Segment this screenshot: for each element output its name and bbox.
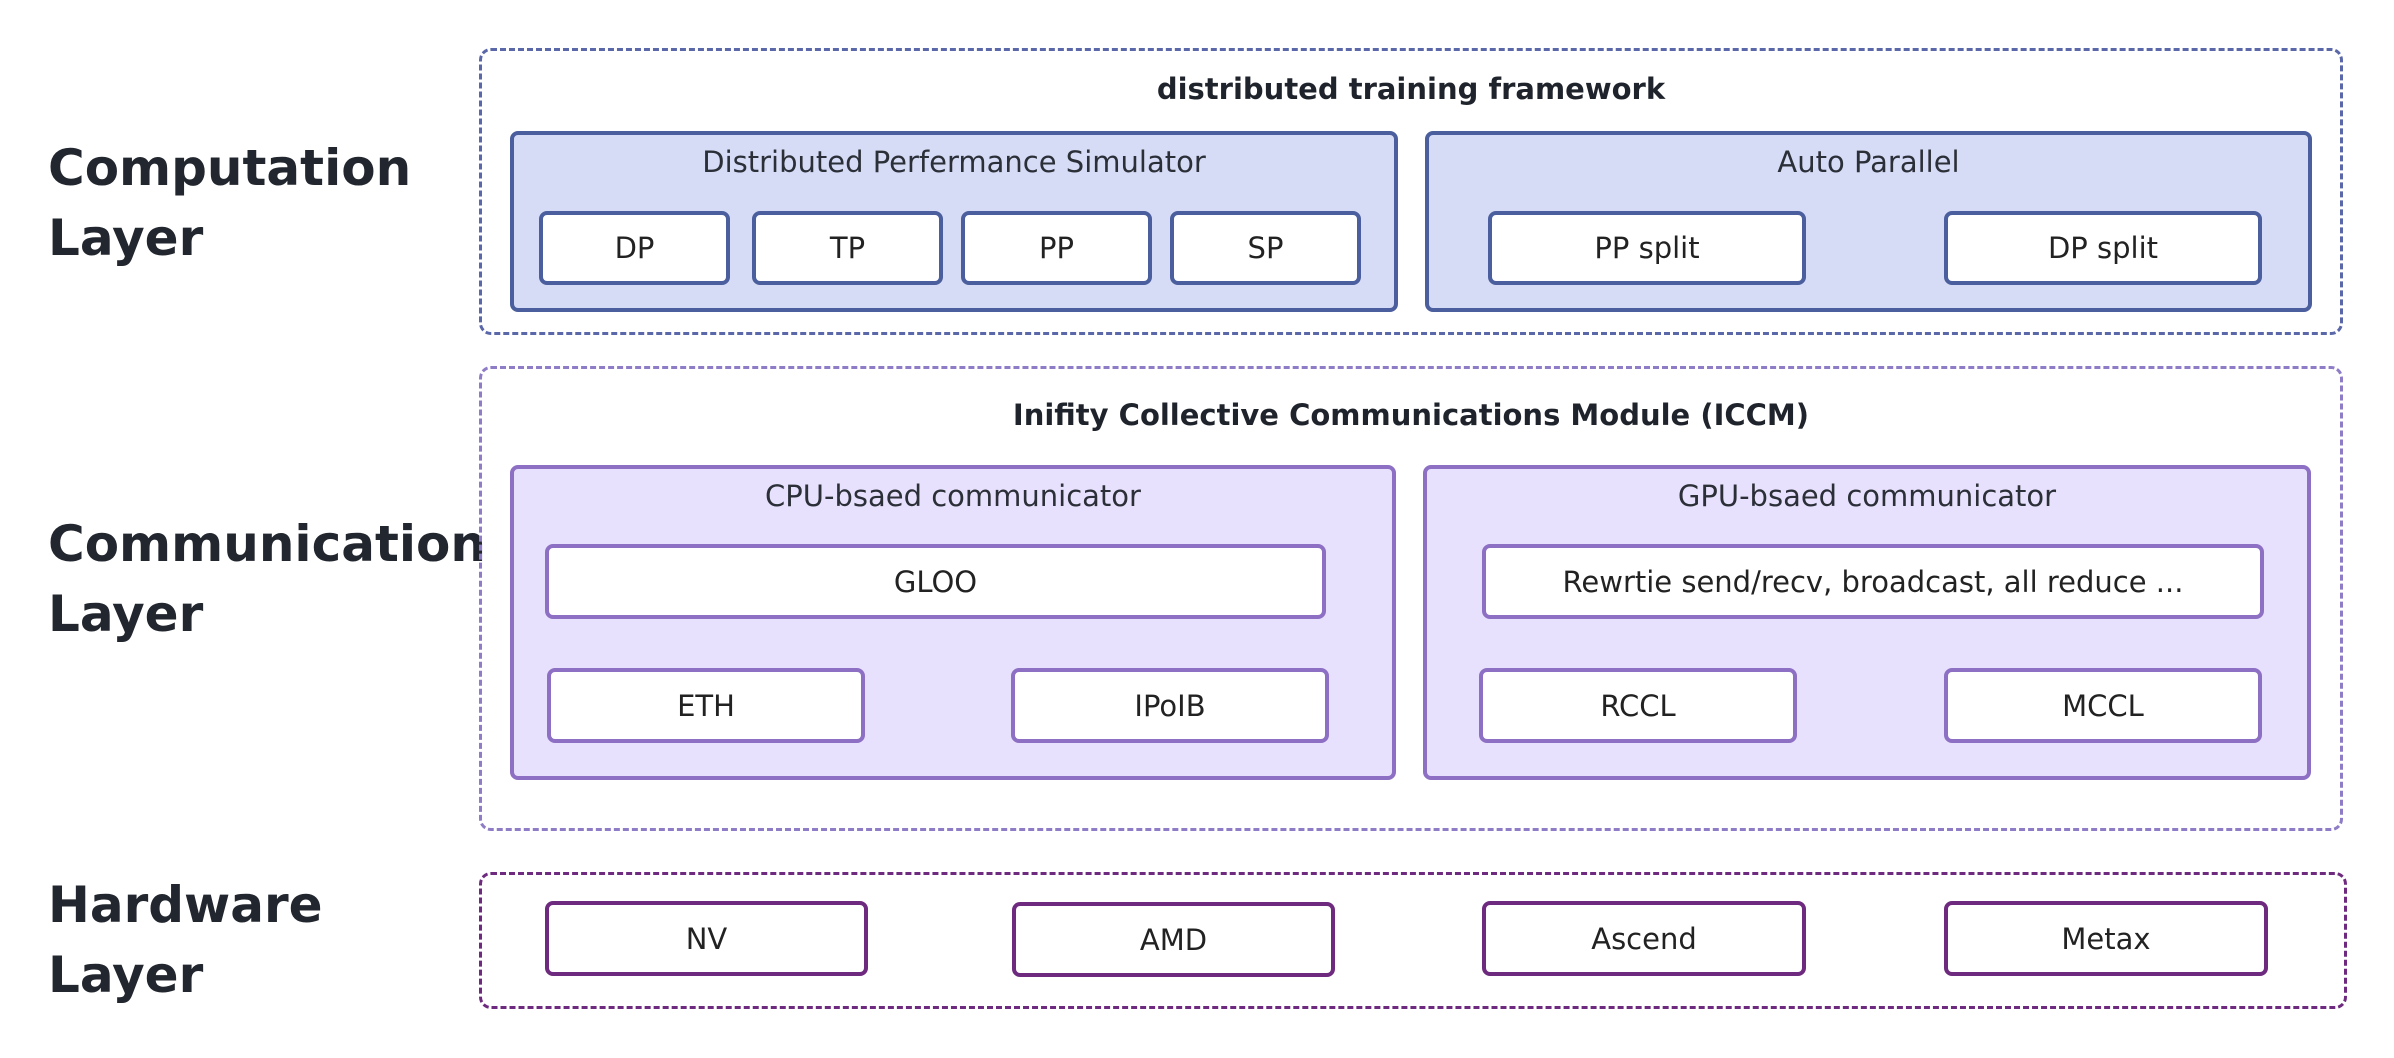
tp-box: TP [752, 211, 943, 285]
iccm-title: Inifity Collective Communications Module… [1012, 398, 1810, 432]
communication-layer-container [479, 366, 2343, 831]
gloo-box: GLOO [545, 544, 1326, 619]
metax-box: Metax [1944, 901, 2268, 976]
computation-layer-label-line1: Computation [48, 139, 412, 197]
hardware-layer-label-line2: Layer [48, 946, 204, 1004]
gpu-communicator-title: GPU-bsaed communicator [1677, 479, 2057, 513]
dp-split-box: DP split [1944, 211, 2262, 285]
computation-layer-label-line2: Layer [48, 209, 204, 267]
pp-split-box: PP split [1488, 211, 1806, 285]
computation-layer-container [479, 48, 2343, 335]
sp-box: SP [1170, 211, 1361, 285]
dp-box: DP [539, 211, 730, 285]
pp-box: PP [961, 211, 1152, 285]
computation-layer-label: Computation Layer [48, 133, 411, 273]
auto-parallel-title: Auto Parallel [1777, 145, 1960, 179]
communication-layer-label-line2: Layer [48, 585, 204, 643]
mccl-box: MCCL [1944, 668, 2262, 743]
ascend-box: Ascend [1482, 901, 1806, 976]
hardware-layer-container [479, 872, 2347, 1009]
computation-framework-title: distributed training framework [1156, 72, 1666, 106]
nv-box: NV [545, 901, 868, 976]
hardware-layer-label-line1: Hardware [48, 876, 323, 934]
hardware-layer-label: Hardware Layer [48, 870, 323, 1010]
cpu-communicator-title: CPU-bsaed communicator [765, 479, 1141, 513]
amd-box: AMD [1012, 902, 1335, 977]
ipoib-box: IPoIB [1011, 668, 1329, 743]
performance-simulator-title: Distributed Perfermance Simulator [702, 145, 1206, 179]
rccl-box: RCCL [1479, 668, 1797, 743]
eth-box: ETH [547, 668, 865, 743]
communication-layer-label-line1: Communication [48, 515, 486, 573]
collective-ops-box: Rewrtie send/recv, broadcast, all reduce… [1482, 544, 2264, 619]
communication-layer-label: Communication Layer [48, 509, 486, 649]
